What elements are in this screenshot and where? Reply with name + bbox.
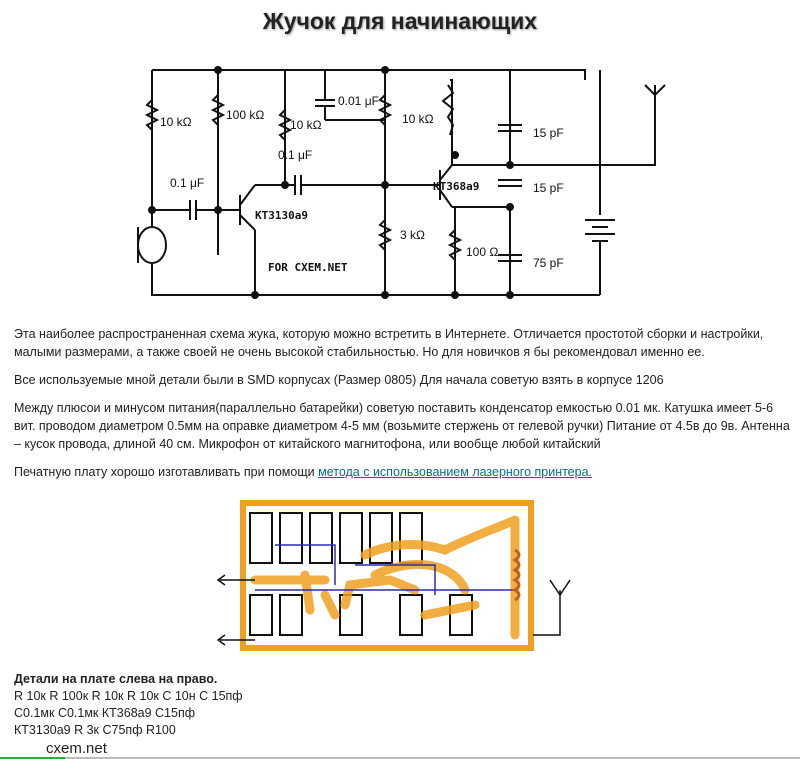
pcb-intro: Печатную плату хорошо изготавливать при … — [14, 465, 315, 479]
label-c5: 15 pF — [533, 181, 564, 195]
label-c4: 15 pF — [533, 126, 564, 140]
label-q1: KT3130a9 — [255, 209, 308, 222]
label-c3: 0.1 μF — [170, 176, 204, 190]
label-q2: KT368a9 — [433, 180, 479, 193]
label-r1: 10 kΩ — [160, 115, 192, 129]
label-c1: 0.01 μF — [338, 94, 379, 108]
parts-line: C0.1мк C0.1мк КТ368а9 C15пф — [14, 706, 196, 720]
label-r4: 10 kΩ — [402, 112, 434, 126]
paragraph-3: Между плюсои и минусом питания(параллель… — [14, 401, 790, 451]
label-r2: 100 kΩ — [226, 108, 264, 122]
parts-line: R 10к R 100к R 10к R 10к C 10н C 15пф — [14, 689, 243, 703]
label-r3: 10 kΩ — [290, 118, 322, 132]
paragraph-2: Все используемые мной детали были в SMD … — [14, 373, 664, 387]
parts-line: КТ3130а9 R 3к C75пф R100 — [14, 723, 176, 737]
label-c2: 0.1 μF — [278, 148, 312, 162]
label-c6: 75 pF — [533, 256, 564, 270]
article-text: Эта наиболее распространенная схема жука… — [14, 325, 794, 491]
site-watermark: cxem.net — [46, 740, 107, 757]
paragraph-1: Эта наиболее распространенная схема жука… — [14, 327, 764, 359]
label-r6: 100 Ω — [466, 245, 498, 259]
parts-list: Детали на плате слева на право. R 10к R … — [14, 671, 243, 739]
pcb-layout-image — [216, 500, 571, 651]
page-title: Жучок для начинающих — [262, 8, 538, 34]
laser-printer-method-link[interactable]: метода с использованием лазерного принте… — [318, 465, 593, 479]
parts-heading: Детали на плате слева на право. — [14, 672, 218, 686]
label-r5: 3 kΩ — [400, 228, 425, 242]
bottom-bar — [0, 757, 800, 759]
schematic-credit: FOR CXEM.NET — [268, 261, 348, 274]
circuit-schematic: 10 kΩ 100 kΩ 10 kΩ 0.01 μF 10 kΩ 0.1 μF … — [137, 66, 666, 299]
